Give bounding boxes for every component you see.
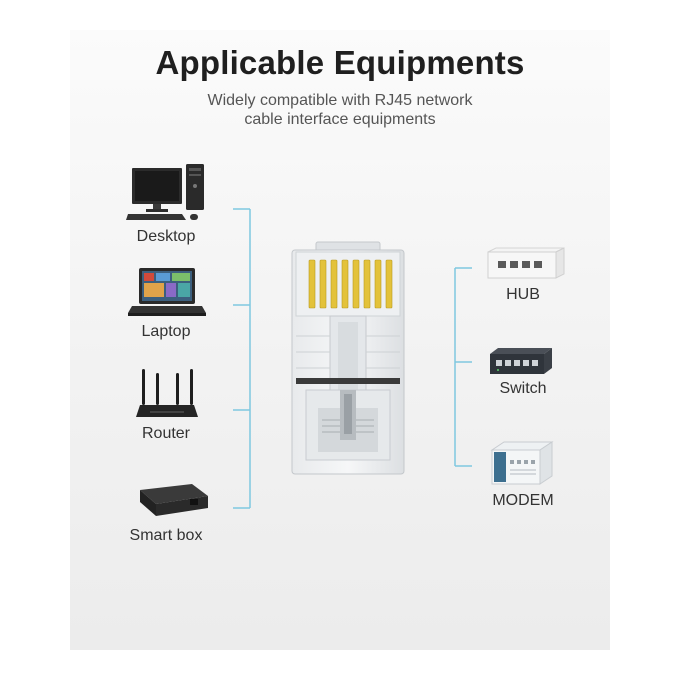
laptop-icon <box>128 266 206 318</box>
device-label-router: Router <box>141 425 191 442</box>
device-label-modem: MODEM <box>492 492 554 509</box>
hub-icon <box>486 246 566 282</box>
subtitle-line-1: Widely compatible with RJ45 network <box>207 92 473 109</box>
page-title: Applicable Equipments <box>155 44 525 81</box>
page-subtitle: Widely compatible with RJ45 network cabl… <box>0 91 680 129</box>
modem-icon <box>490 440 554 488</box>
device-label-laptop: Laptop <box>141 323 191 340</box>
device-label-hub: HUB <box>506 286 540 303</box>
subtitle-line-2: cable interface equipments <box>244 111 436 128</box>
device-label-desktop: Desktop <box>136 228 196 245</box>
switch-icon <box>488 344 554 378</box>
router-icon <box>136 367 198 421</box>
desktop-computer-icon <box>126 162 208 224</box>
rj45-connector-icon <box>282 240 408 478</box>
device-label-switch: Switch <box>499 380 547 397</box>
smart-box-icon <box>130 482 210 520</box>
device-label-smart-box: Smart box <box>129 527 203 544</box>
